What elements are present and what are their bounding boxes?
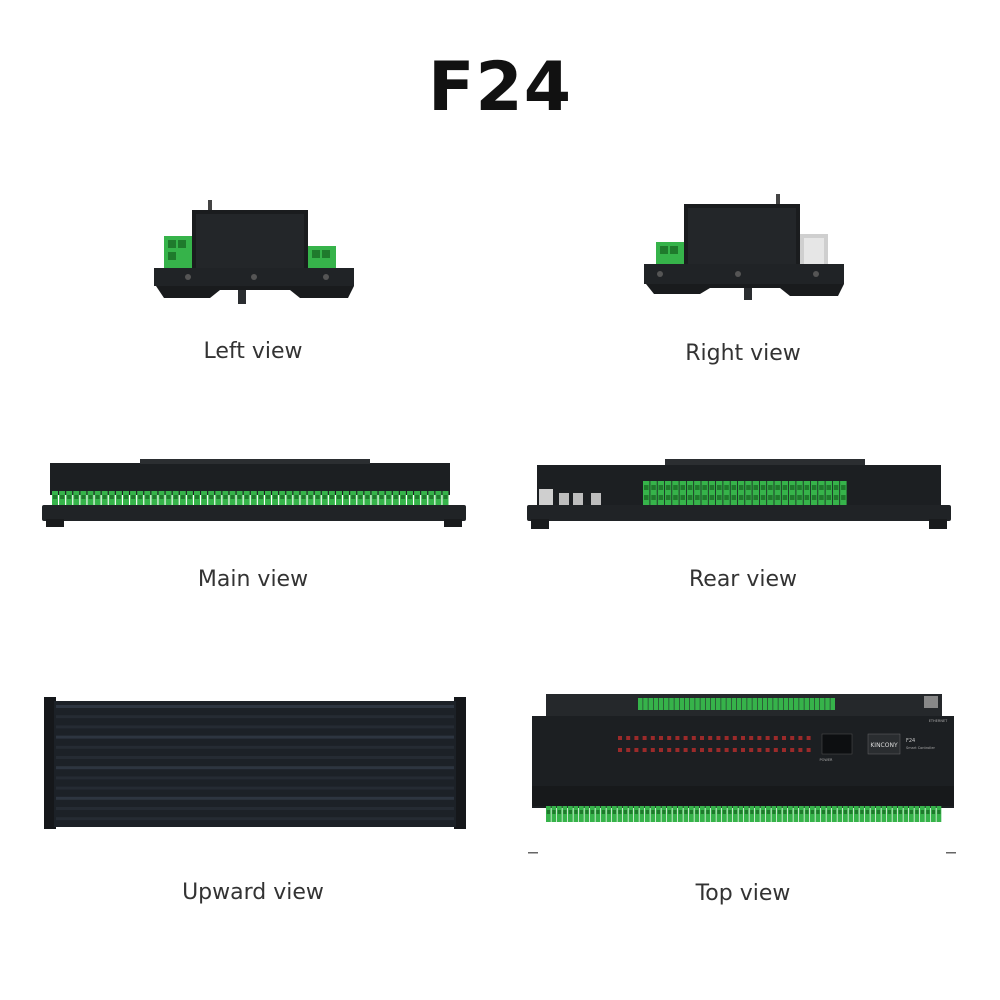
top-view-brand: KINCONY: [870, 742, 898, 749]
top-view-ethernet: ETHERNET: [929, 719, 948, 723]
rear-view-image: [527, 459, 951, 529]
top-view-caption: Top view: [695, 881, 791, 906]
upward-view-caption: Upward view: [182, 880, 324, 905]
top-view-image: KINCONY F24 Smart Controller ETHERNET PO…: [528, 694, 956, 854]
top-view-subtitle: Smart Controller: [906, 746, 935, 750]
main-view-caption: Main view: [197, 567, 309, 592]
upward-view-image: [44, 697, 466, 829]
page-title: F24: [427, 48, 573, 127]
rear-view-caption: Rear view: [688, 567, 797, 592]
left-view-image: [154, 200, 354, 304]
main-view-image: [42, 459, 466, 527]
right-view-image: [644, 194, 844, 300]
right-view-caption: Right view: [685, 341, 801, 366]
top-view-power: POWER: [820, 758, 834, 762]
left-view-caption: Left view: [203, 339, 303, 364]
top-view-model: F24: [906, 738, 915, 744]
